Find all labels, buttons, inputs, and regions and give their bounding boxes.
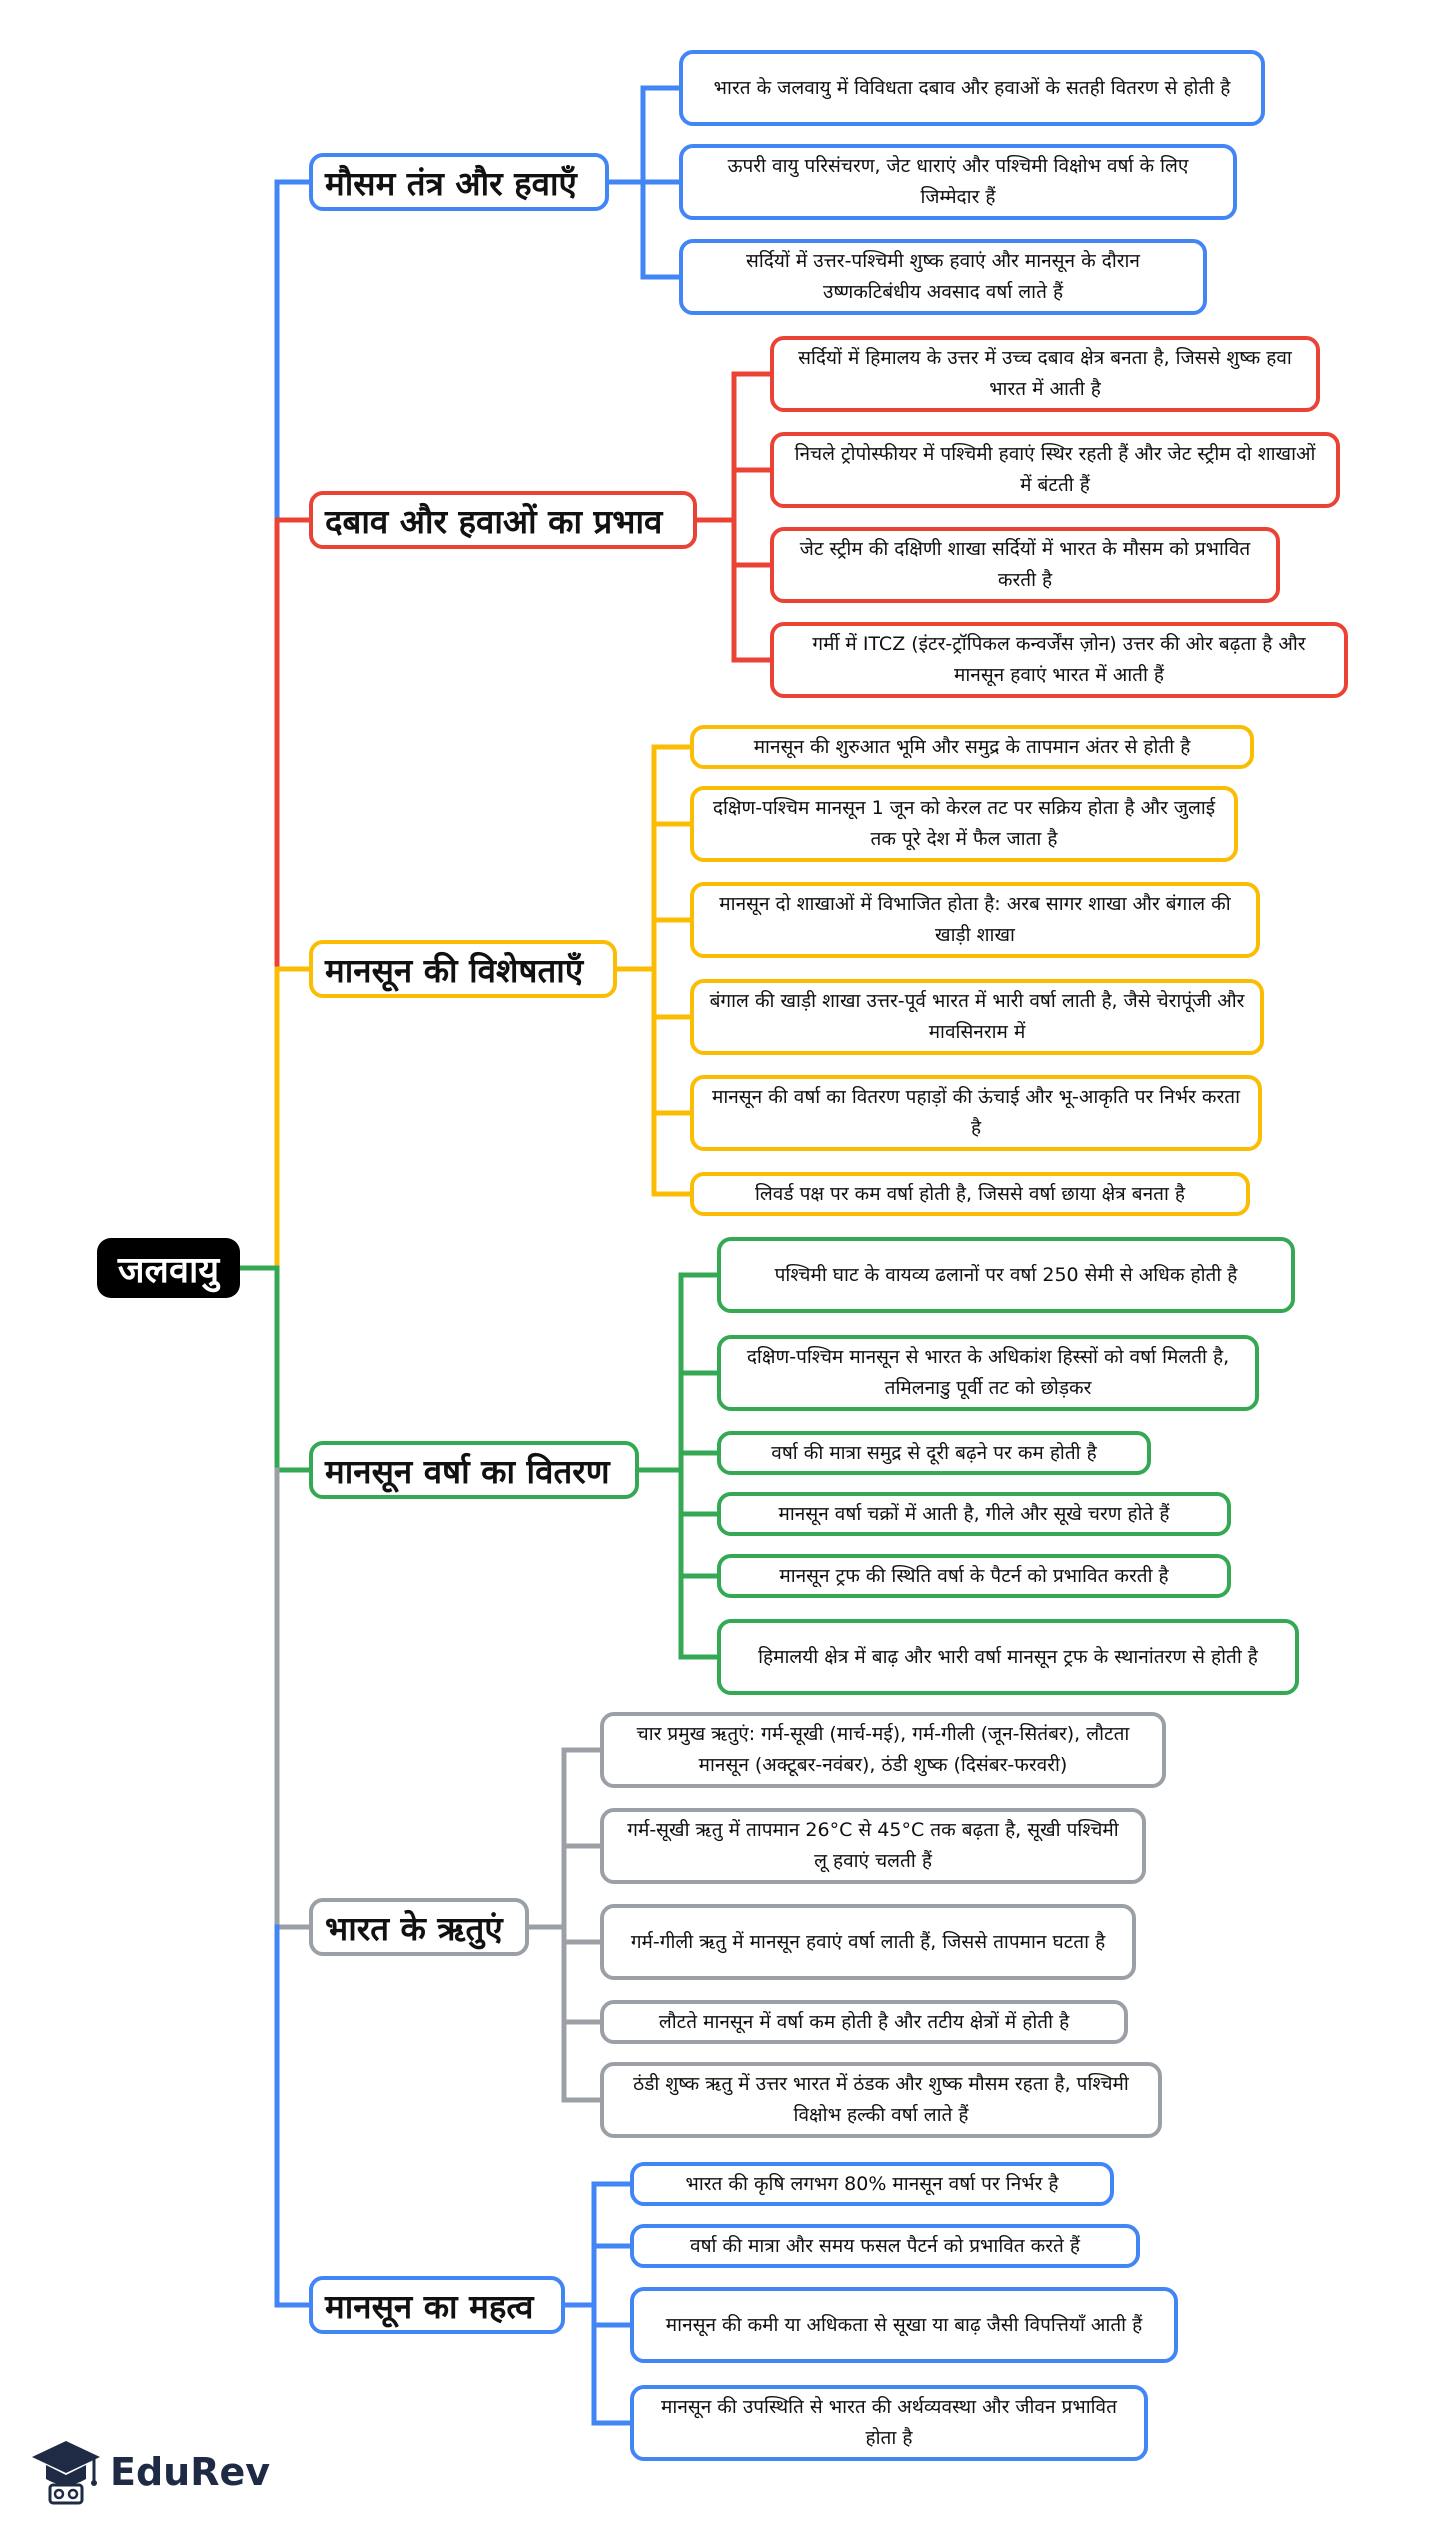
leaf-node: मानसून वर्षा चक्रों में आती है, गीले और …	[717, 1492, 1231, 1536]
leaf-node: बंगाल की खाड़ी शाखा उत्तर-पूर्व भारत में…	[690, 979, 1264, 1055]
leaf-node: पश्चिमी घाट के वायव्य ढलानों पर वर्षा 25…	[717, 1237, 1295, 1313]
leaf-node: गर्मी में ITCZ (इंटर-ट्रॉपिकल कन्वर्जेंस…	[770, 622, 1348, 698]
leaf-node: ठंडी शुष्क ऋतु में उत्तर भारत में ठंडक औ…	[600, 2062, 1162, 2138]
leaf-node: लौटते मानसून में वर्षा कम होती है और तटी…	[600, 2000, 1128, 2044]
leaf-node: मानसून दो शाखाओं में विभाजित होता है: अर…	[690, 882, 1260, 958]
leaf-node: मानसून की वर्षा का वितरण पहाड़ों की ऊंचा…	[690, 1075, 1262, 1151]
branch-monsoon-features: मानसून की विशेषताएँ	[309, 940, 617, 998]
leaf-node: निचले ट्रोपोस्फीयर में पश्चिमी हवाएं स्थ…	[770, 432, 1340, 508]
leaf-node: गर्म-सूखी ऋतु में तापमान 26°C से 45°C तक…	[600, 1808, 1146, 1884]
leaf-node: सर्दियों में हिमालय के उत्तर में उच्च दब…	[770, 336, 1320, 412]
leaf-node: दक्षिण-पश्चिम मानसून 1 जून को केरल तट पर…	[690, 786, 1238, 862]
leaf-node: मानसून की कमी या अधिकता से सूखा या बाढ़ …	[630, 2287, 1178, 2363]
leaf-node: मानसून की उपस्थिति से भारत की अर्थव्यवस्…	[630, 2385, 1148, 2461]
root-node: जलवायु	[97, 1238, 240, 1298]
leaf-node: हिमालयी क्षेत्र में बाढ़ और भारी वर्षा म…	[717, 1619, 1299, 1695]
leaf-node: चार प्रमुख ऋतुएं: गर्म-सूखी (मार्च-मई), …	[600, 1712, 1166, 1788]
branch-seasons: भारत के ऋतुएं	[309, 1898, 529, 1956]
leaf-node: मानसून ट्रफ की स्थिति वर्षा के पैटर्न को…	[717, 1554, 1231, 1598]
branch-rainfall-distribution: मानसून वर्षा का वितरण	[309, 1441, 639, 1499]
leaf-node: भारत के जलवायु में विविधता दबाव और हवाओं…	[679, 50, 1265, 126]
leaf-node: सर्दियों में उत्तर-पश्चिमी शुष्क हवाएं औ…	[679, 239, 1207, 315]
brand-name: EduRev	[110, 2450, 271, 2494]
leaf-node: मानसून की शुरुआत भूमि और समुद्र के तापमा…	[690, 725, 1254, 769]
graduation-cap-icon	[32, 2441, 100, 2505]
leaf-node: वर्षा की मात्रा समुद्र से दूरी बढ़ने पर …	[717, 1431, 1151, 1475]
leaf-node: लिवर्ड पक्ष पर कम वर्षा होती है, जिससे व…	[690, 1172, 1250, 1216]
leaf-node: वर्षा की मात्रा और समय फसल पैटर्न को प्र…	[630, 2224, 1140, 2268]
leaf-node: भारत की कृषि लगभग 80% मानसून वर्षा पर नि…	[630, 2162, 1114, 2206]
branch-monsoon-importance: मानसून का महत्व	[309, 2276, 565, 2334]
leaf-node: गर्म-गीली ऋतु में मानसून हवाएं वर्षा लात…	[600, 1904, 1136, 1980]
branch-pressure-winds: दबाव और हवाओं का प्रभाव	[309, 491, 697, 549]
branch-weather-system: मौसम तंत्र और हवाएँ	[309, 153, 609, 211]
leaf-node: जेट स्ट्रीम की दक्षिणी शाखा सर्दियों में…	[770, 527, 1280, 603]
leaf-node: दक्षिण-पश्चिम मानसून से भारत के अधिकांश …	[717, 1335, 1259, 1411]
leaf-node: ऊपरी वायु परिसंचरण, जेट धाराएं और पश्चिम…	[679, 144, 1237, 220]
brand-logo: EduRev	[30, 2432, 290, 2512]
